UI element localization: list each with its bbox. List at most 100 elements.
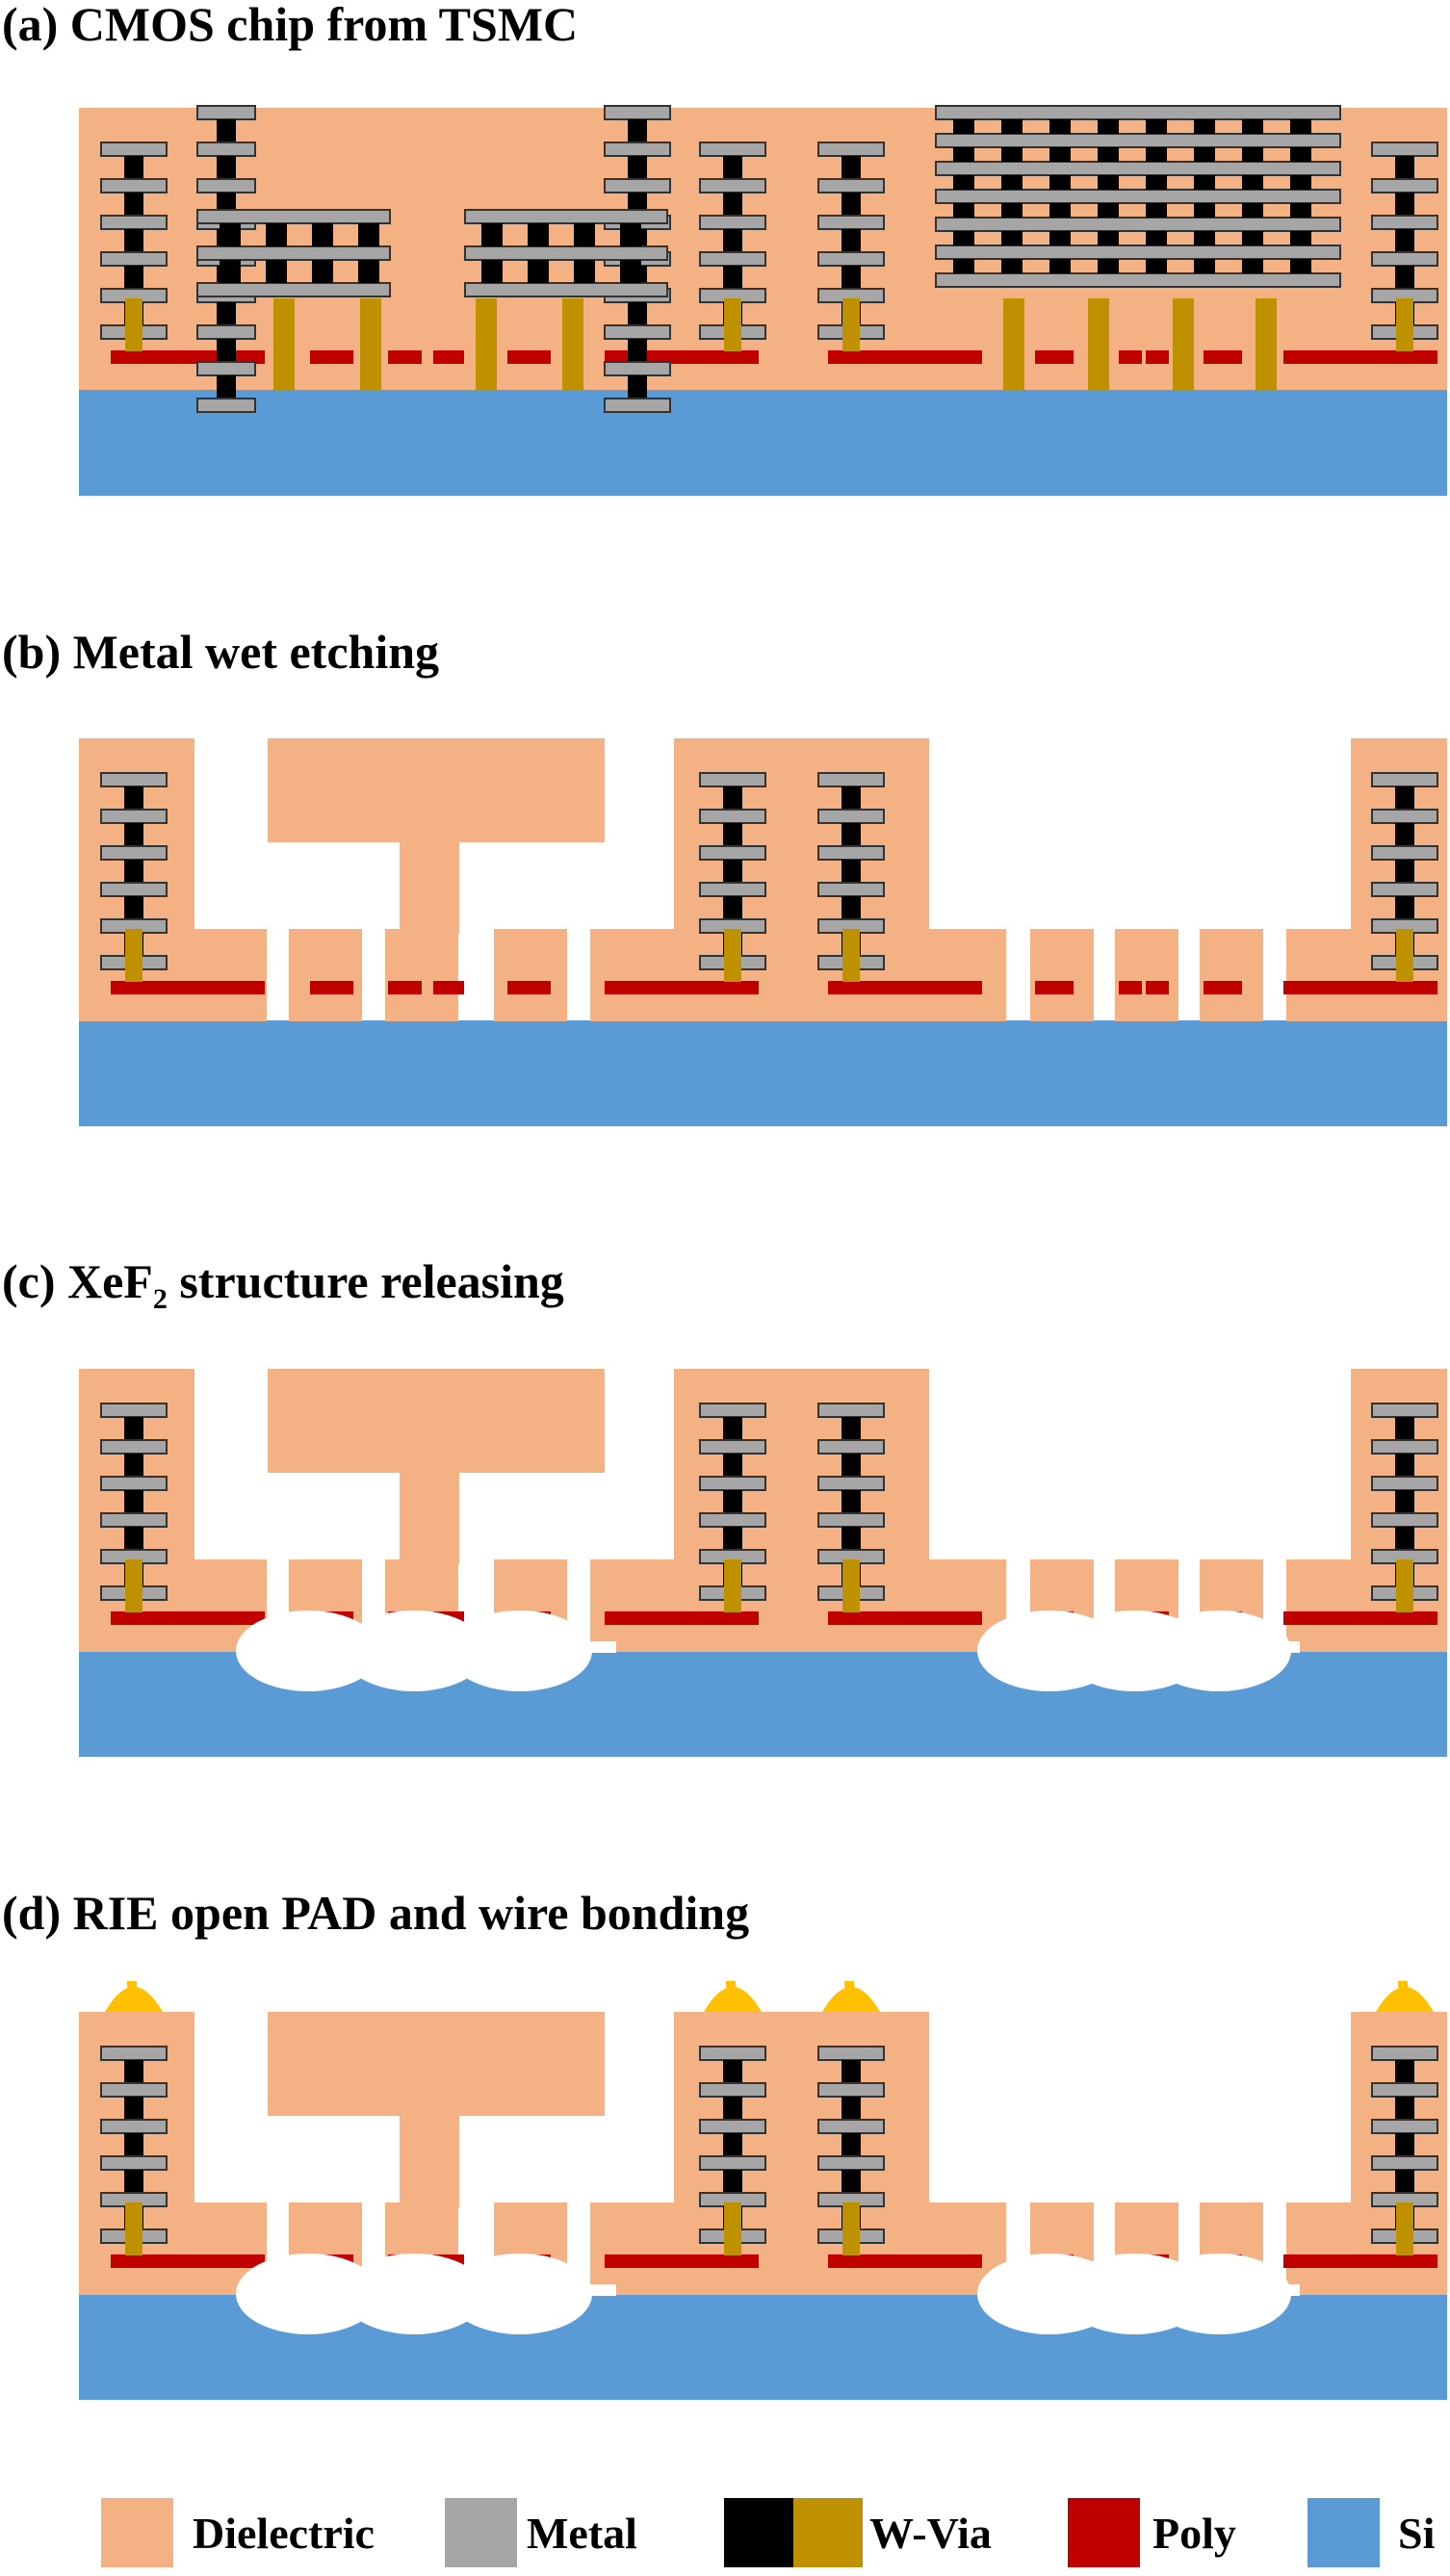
w-via-gold (476, 298, 497, 390)
metal-plate (935, 189, 1341, 204)
legend-label-si: Si (1398, 2509, 1436, 2558)
metal-stack-via (723, 156, 742, 179)
metal-stack-plate (196, 398, 256, 413)
via-block (953, 231, 974, 245)
w-via-gold (842, 298, 860, 351)
via-block (1049, 175, 1071, 190)
via-block (1290, 259, 1311, 273)
metal-stack-plate (100, 845, 168, 861)
gold-ball-bond (704, 1987, 762, 2012)
metal-stack-plate (604, 105, 671, 120)
dielectric-block (929, 929, 1006, 1021)
metal-stack-plate (817, 251, 885, 267)
via-block (1049, 231, 1071, 245)
metal-stack-plate (100, 251, 168, 267)
metal-stack-via (124, 1417, 143, 1440)
metal-stack-plate (699, 1439, 766, 1455)
metal-stack-via (217, 119, 236, 142)
si-substrate (79, 1020, 1447, 1126)
metal-stack-plate (699, 142, 766, 157)
dielectric-beam (268, 738, 605, 842)
dielectric-finger (289, 929, 362, 1021)
metal-stack-plate (1371, 178, 1438, 193)
poly-line (1283, 1611, 1437, 1625)
via-block (620, 260, 641, 283)
via-block (1194, 147, 1215, 162)
metal-stack-via (1395, 823, 1414, 846)
panel-d-diagram (79, 1981, 1447, 2400)
w-via-gold (842, 929, 860, 982)
legend-label-metal: Metal (527, 2509, 637, 2558)
poly-line (111, 981, 265, 994)
metal-stack-via (842, 860, 861, 883)
w-via-gold (1396, 298, 1413, 351)
legend-label-poly: Poly (1152, 2509, 1236, 2558)
legend-label-dielectric: Dielectric (193, 2509, 375, 2558)
w-via-gold (562, 298, 583, 390)
poly-line (1146, 981, 1169, 994)
via-block (1049, 147, 1071, 162)
w-via-gold (1396, 929, 1413, 982)
legend: Dielectric Metal W-Via Poly Si (0, 2488, 1450, 2570)
metal-stack-via (723, 229, 742, 252)
panel-a-diagram (79, 105, 1447, 496)
metal-stack-via (842, 2097, 861, 2120)
metal-stack-via (723, 2060, 742, 2083)
via-block (1242, 175, 1263, 190)
w-via-gold (360, 298, 381, 390)
poly-line (828, 350, 982, 364)
poly-line (605, 1611, 759, 1625)
metal-stack-via (1395, 2133, 1414, 2156)
poly-line (433, 350, 464, 364)
metal-stack-via (124, 896, 143, 919)
via-block (574, 260, 595, 283)
metal-stack-plate (100, 2082, 168, 2098)
metal-stack-plate (817, 215, 885, 230)
w-via-gold (842, 1559, 860, 1612)
metal-plate (935, 133, 1341, 148)
metal-stack-plate (196, 324, 256, 340)
via-block (1146, 259, 1167, 273)
metal-plate (464, 209, 668, 224)
metal-plate (196, 209, 391, 224)
metal-stack-plate (817, 1476, 885, 1491)
metal-stack-via (842, 156, 861, 179)
via-block (953, 203, 974, 218)
metal-stack-plate (1371, 2155, 1438, 2171)
metal-stack-plate (817, 1439, 885, 1455)
metal-stack-plate (100, 2119, 168, 2134)
metal-plate (935, 245, 1341, 260)
release-gap (241, 1641, 616, 1653)
metal-stack-via (842, 1527, 861, 1550)
dielectric-beam (268, 1369, 605, 1473)
metal-stack-via (1395, 1454, 1414, 1477)
metal-stack-via (723, 896, 742, 919)
metal-stack-via (842, 266, 861, 289)
poly-line (388, 981, 422, 994)
metal-plate (196, 245, 391, 261)
dielectric-block (590, 1559, 929, 1652)
poly-line (507, 981, 551, 994)
metal-stack-via (842, 2170, 861, 2193)
metal-stack-plate (699, 1512, 766, 1528)
metal-stack-plate (699, 251, 766, 267)
metal-stack-via (628, 302, 647, 325)
dielectric-finger (385, 929, 458, 1021)
via-block (1242, 203, 1263, 218)
metal-stack-plate (196, 178, 256, 193)
w-via-gold (724, 2202, 741, 2255)
metal-plate (464, 245, 668, 261)
metal-stack-plate (100, 142, 168, 157)
metal-stack-plate (196, 361, 256, 376)
metal-stack-plate (1371, 215, 1438, 230)
release-gap (241, 2284, 616, 2296)
via-block (1290, 119, 1311, 134)
metal-stack-via (842, 1454, 861, 1477)
via-block (1001, 147, 1023, 162)
via-block (953, 175, 974, 190)
dielectric-finger (1030, 929, 1094, 1021)
w-via-gold (1396, 2202, 1413, 2255)
metal-stack-plate (100, 178, 168, 193)
metal-stack-via (217, 375, 236, 399)
poly-line (111, 2254, 265, 2268)
